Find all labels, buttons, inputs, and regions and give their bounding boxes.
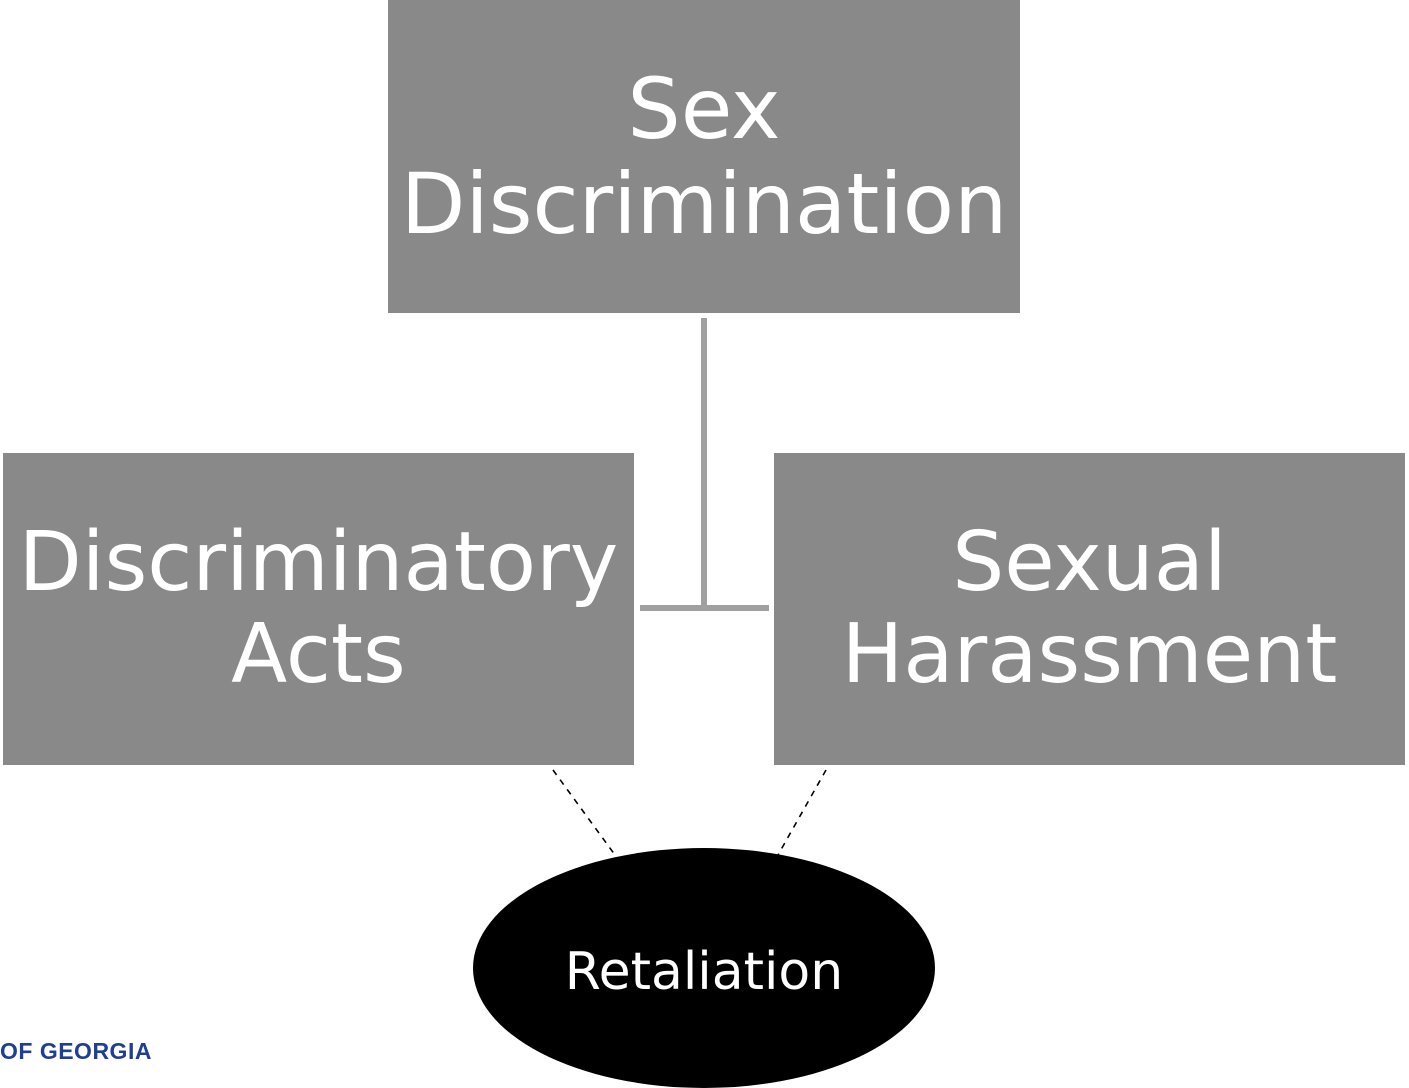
discriminatory-acts-label: Discriminatory Acts: [18, 515, 619, 702]
retaliation-label: Retaliation: [564, 942, 844, 1002]
footer-logo-text: OF GEORGIA: [0, 1038, 152, 1064]
sex-discrimination-box: Sex Discrimination: [388, 0, 1020, 313]
sex-discrimination-label: Sex Discrimination: [400, 60, 1008, 253]
dashed-connector-left: [552, 769, 616, 856]
sexual-harassment-label: Sexual Harassment: [841, 515, 1338, 702]
sexual-harassment-box: Sexual Harassment: [774, 453, 1405, 765]
retaliation-oval: [473, 848, 935, 1088]
dashed-connector-right: [777, 769, 827, 856]
discriminatory-acts-box: Discriminatory Acts: [3, 453, 634, 765]
